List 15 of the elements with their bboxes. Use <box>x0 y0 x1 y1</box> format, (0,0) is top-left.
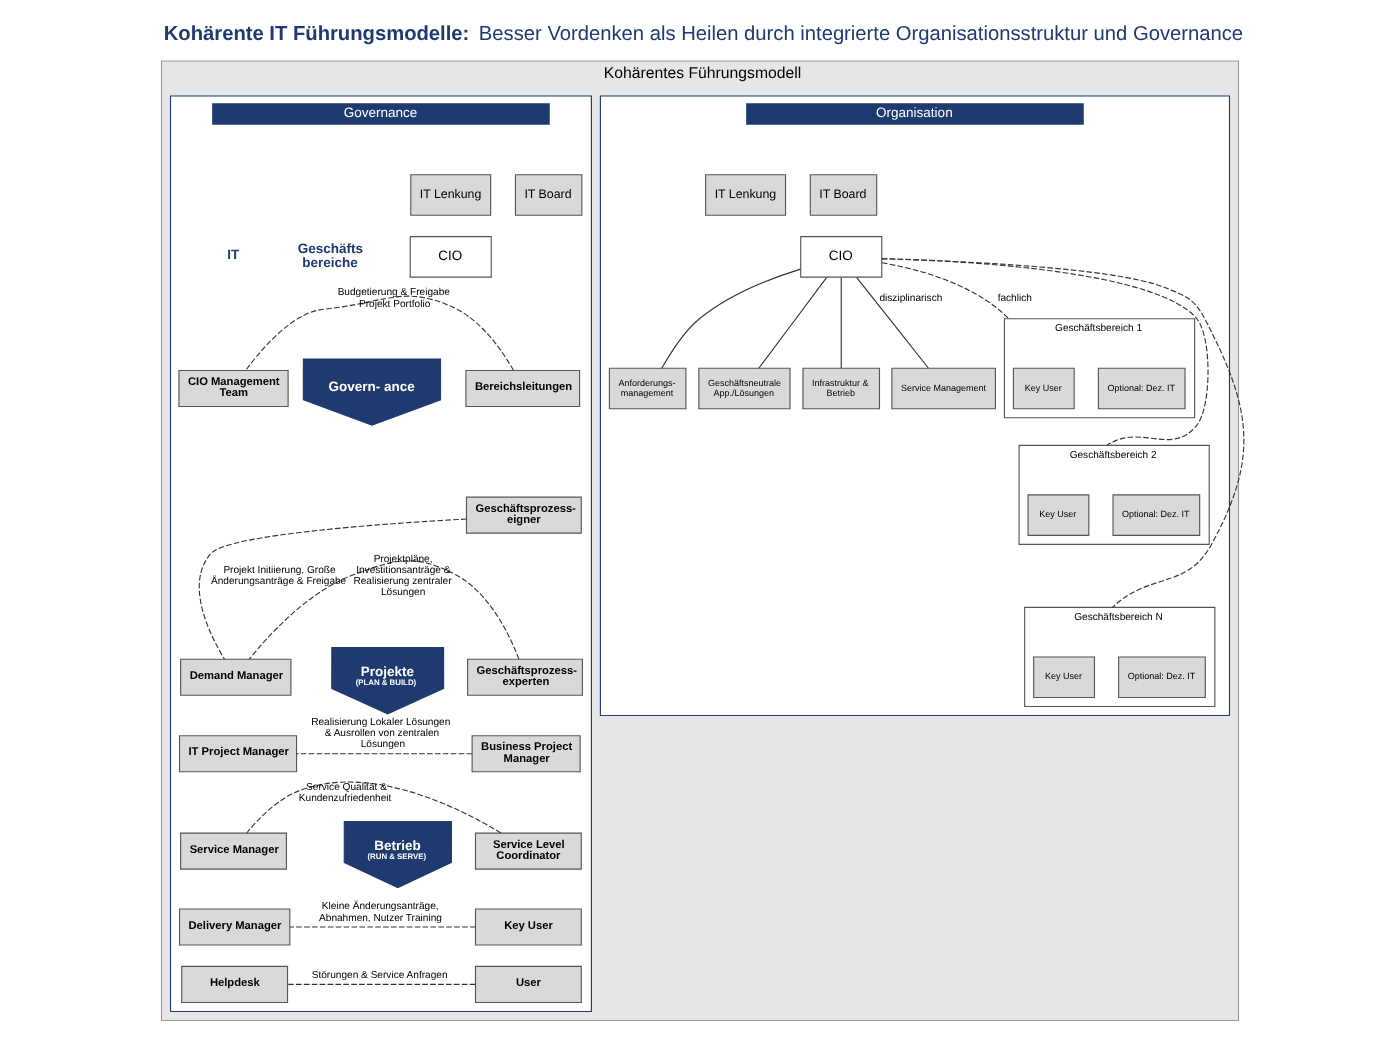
connector <box>661 268 802 369</box>
connector <box>296 753 473 755</box>
connector <box>856 277 929 369</box>
connector <box>881 258 1209 446</box>
connector <box>246 781 502 834</box>
connector <box>245 295 514 372</box>
connector <box>881 262 1010 320</box>
diagram-title: Kohärente IT Führungsmodelle: Besser Vordenken als Heilen durch integrierte Organisationsstruktur und Governance <box>163 24 1244 47</box>
connector <box>248 560 520 660</box>
connector <box>289 926 476 928</box>
connector <box>758 277 828 369</box>
connector <box>198 518 468 660</box>
connector <box>840 277 842 369</box>
connector <box>287 983 476 985</box>
connector <box>881 258 1245 608</box>
